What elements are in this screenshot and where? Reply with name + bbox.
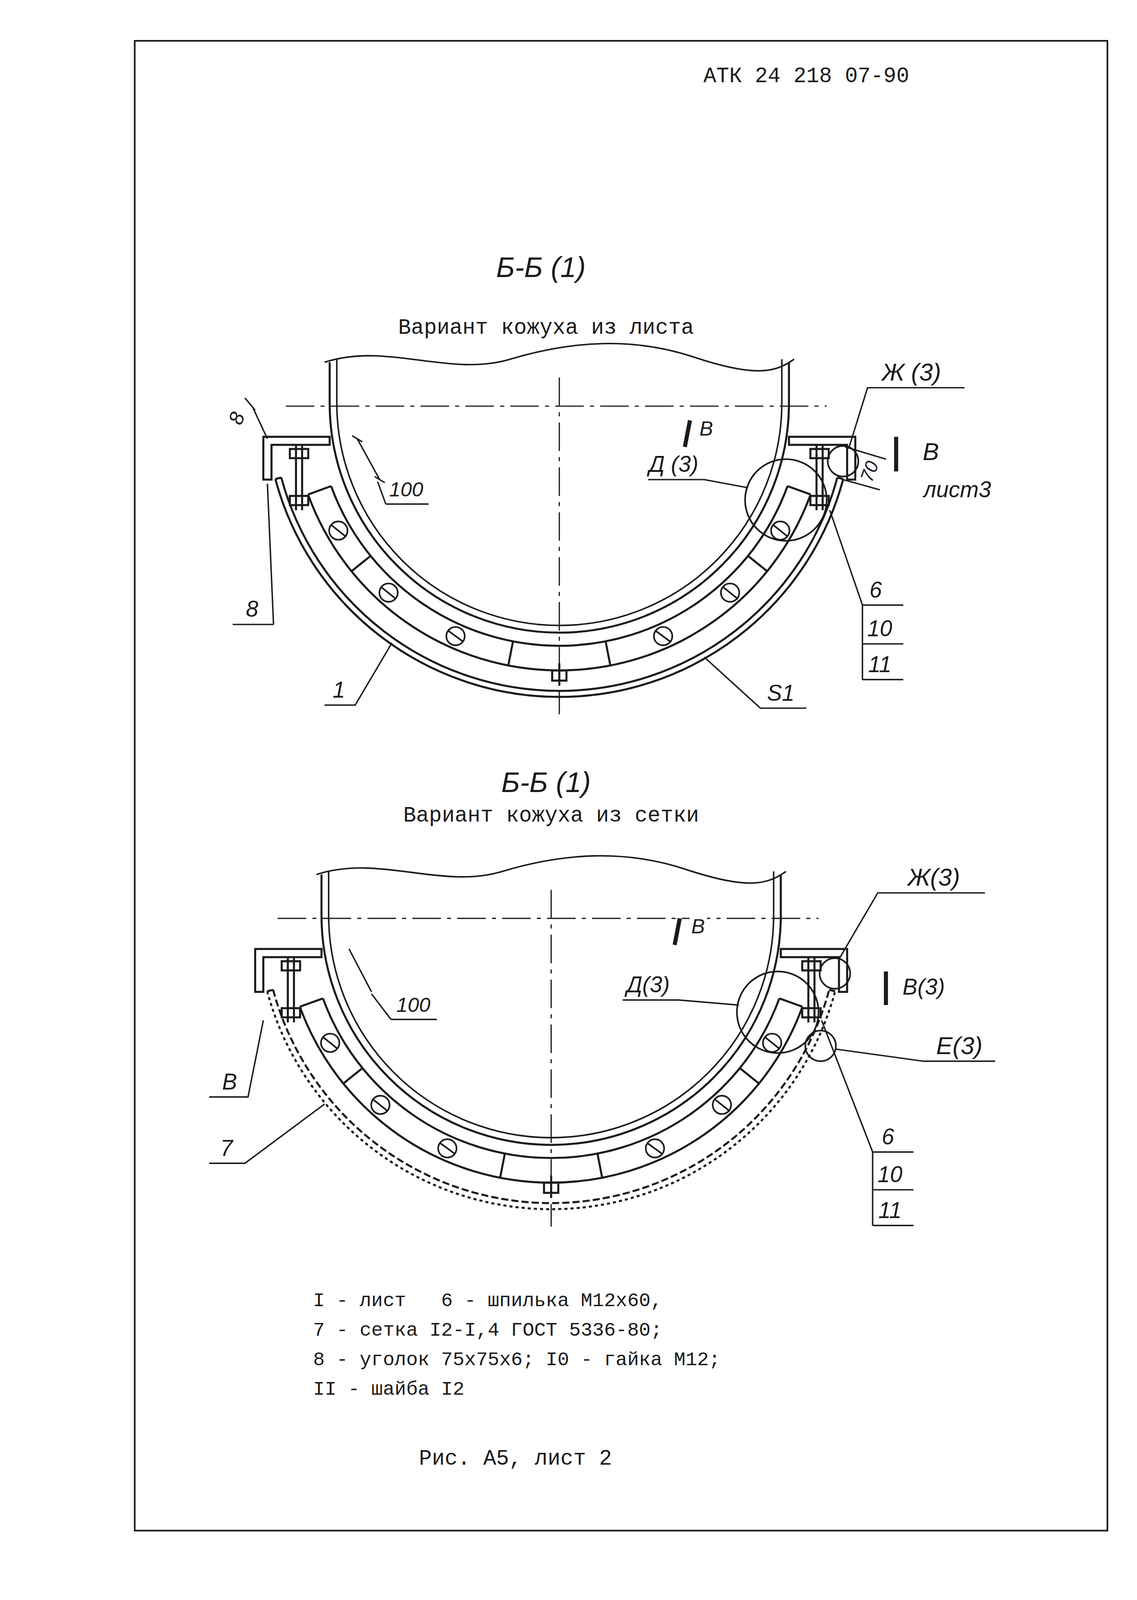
- section-mark: В: [689, 915, 707, 938]
- section-title: Б-Б (1): [494, 251, 588, 284]
- callout-number: 11: [876, 1198, 904, 1223]
- detail-ref: Ж (3): [879, 358, 943, 386]
- callout-number: 6: [879, 1124, 897, 1150]
- thickness-mark: S1: [765, 680, 797, 706]
- callout-number: 8: [243, 596, 261, 622]
- parts-list-line: 7 - сетка I2-I,4 ГОСТ 5336-80;: [311, 1320, 665, 1342]
- parts-list-line: I - лист 6 - шпилька М12х60,: [311, 1290, 665, 1312]
- section-mark: В: [697, 417, 715, 440]
- detail-ref: Е(3): [934, 1032, 985, 1060]
- variant-title: Вариант кожуха из листа: [396, 317, 696, 341]
- sheet-ref: лист3: [921, 477, 994, 502]
- callout-number: 6: [867, 577, 884, 602]
- dimension: 100: [387, 478, 426, 502]
- variant-title: Вариант кожуха из сетки: [401, 804, 701, 829]
- callout-number: 1: [330, 677, 348, 703]
- detail-ref: Д(3): [624, 972, 672, 998]
- detail-ref: Д (3): [646, 451, 701, 477]
- figure-caption: Рис. А5, лист 2: [417, 1447, 614, 1472]
- callout-number: В: [220, 1069, 239, 1094]
- dimension: 100: [394, 993, 432, 1017]
- section-title: Б-Б (1): [499, 767, 593, 799]
- callout-number: 10: [875, 1162, 905, 1187]
- dimension: 8: [223, 407, 250, 430]
- section-mark: В: [920, 438, 941, 466]
- callout-number: 10: [865, 616, 894, 641]
- drawing-code: АТК 24 218 07-90: [701, 64, 912, 89]
- dimension: 70: [855, 456, 884, 487]
- parts-list-line: 8 - уголок 75х75х6; I0 - гайка М12;: [311, 1350, 723, 1372]
- section-mark: В(3): [900, 974, 947, 1000]
- parts-list-line: II - шайба I2: [311, 1379, 467, 1401]
- callout-number: 11: [866, 652, 894, 677]
- callout-number: 7: [218, 1136, 235, 1161]
- detail-ref: Ж(3): [905, 864, 962, 892]
